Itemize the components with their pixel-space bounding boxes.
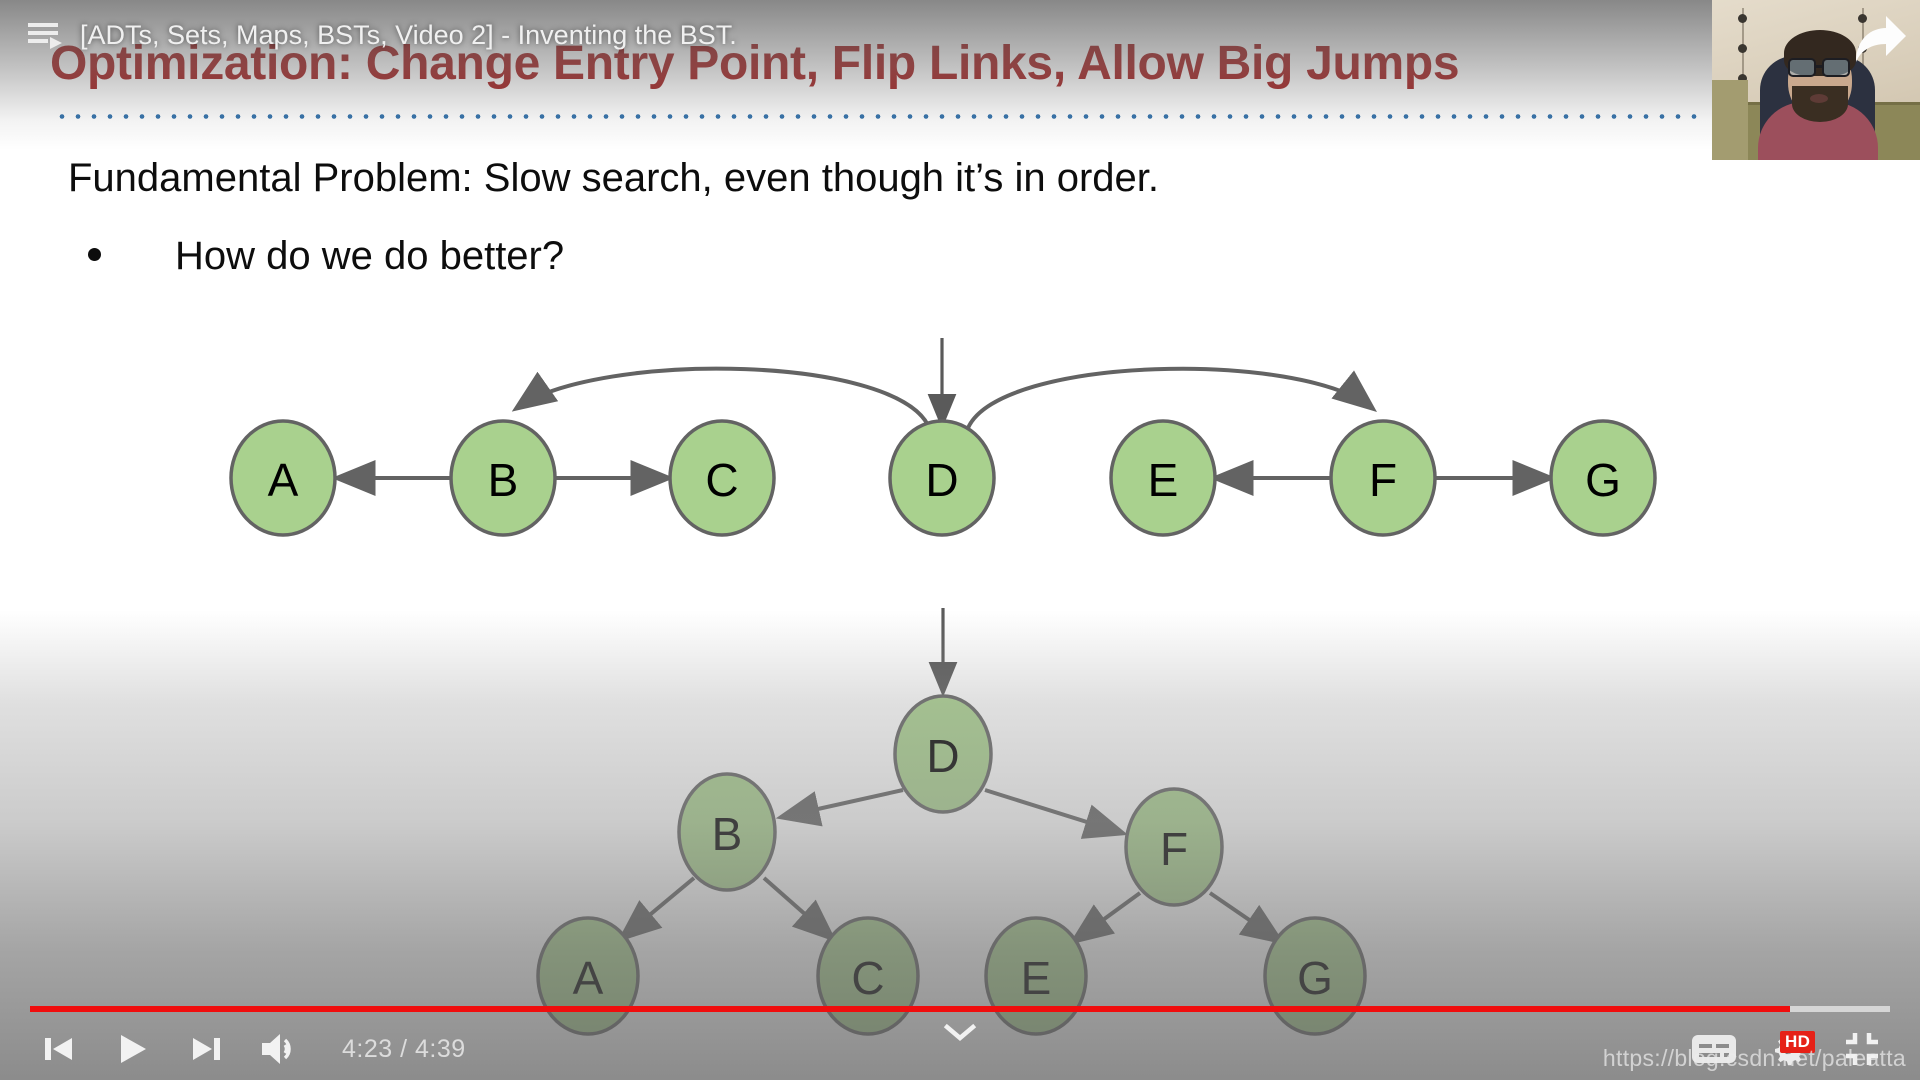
webcam-glasses-bridge — [1815, 65, 1824, 68]
hd-badge: HD — [1780, 1031, 1816, 1053]
tree-node-a-label: A — [573, 952, 604, 1004]
wall-garland-left — [1742, 8, 1744, 123]
list-node-f: F — [1329, 419, 1437, 537]
skip-previous-icon[interactable] — [34, 1025, 82, 1073]
garland-bulb — [1738, 74, 1747, 83]
webcam-glasses-left — [1788, 58, 1816, 77]
tree-node-f-label: F — [1160, 823, 1188, 875]
site-watermark: https://blog.csdn.net/paleatta — [1602, 1045, 1906, 1071]
list-node-g-label: G — [1585, 454, 1621, 506]
progress-fill — [30, 1006, 1790, 1012]
tree-node-c: C — [816, 916, 920, 1036]
playlist-queue-icon[interactable] — [28, 21, 62, 49]
tree-node-f: F — [1124, 787, 1224, 907]
garland-bulb — [1858, 14, 1867, 23]
closed-captions-icon[interactable] — [1690, 1025, 1738, 1073]
list-node-d-label: D — [925, 454, 958, 506]
garland-bulb — [1738, 44, 1747, 53]
webcam-couch-arm — [1712, 80, 1748, 160]
list-node-e-label: E — [1148, 454, 1179, 506]
share-arrow-icon[interactable] — [1852, 14, 1908, 66]
video-progress-bar[interactable] — [30, 1006, 1890, 1012]
tree-node-g: G — [1263, 916, 1367, 1036]
garland-bulb — [1738, 14, 1747, 23]
bullet-dot-icon — [88, 248, 101, 261]
tree-node-d: D — [893, 694, 993, 814]
webcam-overlay — [1712, 0, 1920, 160]
list-node-f-label: F — [1369, 454, 1397, 506]
list-edge-d-b — [511, 366, 932, 431]
binary-tree-group: D B F A C E G — [536, 608, 1367, 1036]
slide-bullet-row: How do we do better? — [88, 234, 564, 279]
list-node-g: G — [1549, 419, 1657, 537]
list-node-c-label: C — [705, 454, 738, 506]
tree-edge-f-g — [1208, 891, 1286, 945]
tree-edge-b-a — [617, 876, 696, 943]
list-edge-d-f — [966, 366, 1377, 429]
player-controls-bar: 4:23 / 4:39 HD — [0, 1018, 1920, 1080]
tree-node-e: E — [984, 916, 1088, 1036]
list-node-c: C — [668, 419, 776, 537]
tree-edge-d-b — [775, 788, 904, 827]
exit-fullscreen-icon[interactable] — [1838, 1025, 1886, 1073]
video-title[interactable]: [ADTs, Sets, Maps, BSTs, Video 2] - Inve… — [80, 19, 737, 50]
video-top-bar: [ADTs, Sets, Maps, BSTs, Video 2] - Inve… — [0, 0, 1730, 70]
webcam-person-beard — [1792, 86, 1848, 122]
volume-high-icon[interactable] — [256, 1025, 304, 1073]
skip-next-icon[interactable] — [182, 1025, 230, 1073]
tree-edge-d-f — [984, 788, 1129, 839]
linked-list-group: A B C D E F G — [229, 338, 1657, 537]
tree-node-a: A — [536, 916, 640, 1036]
gear-icon[interactable]: HD — [1764, 1025, 1816, 1073]
play-icon[interactable] — [108, 1025, 156, 1073]
slide-bullet-text: How do we do better? — [175, 234, 565, 278]
tree-node-b: B — [677, 772, 777, 892]
tree-node-e-label: E — [1021, 952, 1052, 1004]
webcam-glasses-right — [1822, 58, 1850, 77]
tree-node-g-label: G — [1297, 952, 1333, 1004]
tree-node-d-label: D — [926, 730, 959, 782]
tree-edge-b-c — [762, 876, 837, 943]
list-node-e: E — [1109, 419, 1217, 537]
webcam-person-mouth — [1810, 94, 1828, 103]
tree-edge-f-e — [1068, 891, 1142, 945]
list-node-b-label: B — [488, 454, 519, 506]
list-node-b: B — [449, 419, 557, 537]
tree-node-c-label: C — [851, 952, 884, 1004]
list-node-d: D — [888, 419, 996, 537]
list-node-a-label: A — [268, 454, 299, 506]
list-node-a: A — [229, 419, 337, 537]
time-display: 4:23 / 4:39 — [342, 1034, 466, 1063]
chevron-down-icon[interactable] — [941, 1020, 979, 1044]
tree-node-b-label: B — [712, 808, 743, 860]
slide-body-line: Fundamental Problem: Slow search, even t… — [68, 156, 1159, 200]
